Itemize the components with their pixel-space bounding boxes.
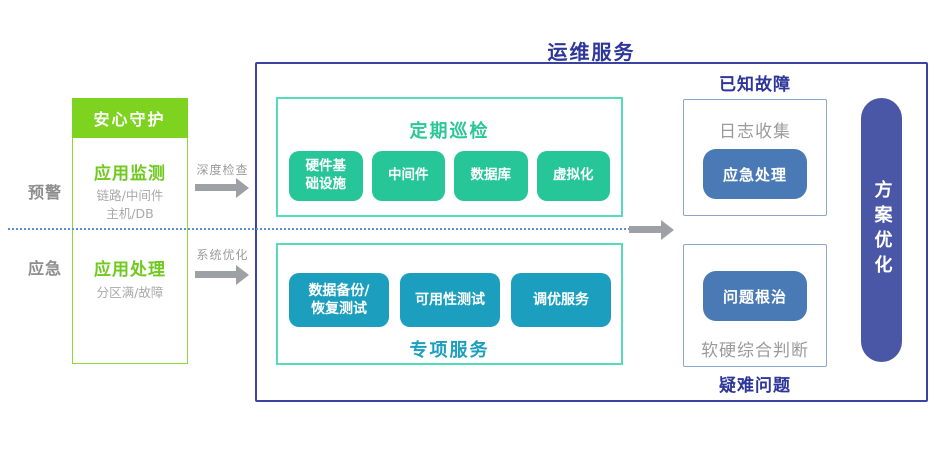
- inspection-item-virtualization: 虚拟化: [536, 151, 610, 201]
- emergency-handle-button: 应急处理: [703, 149, 807, 199]
- solution-optimize-box: 方案优化: [861, 98, 902, 362]
- app-monitor-title: 应用监测: [94, 164, 166, 184]
- main-title: 运维服务: [547, 40, 636, 64]
- stage-label-emergency: 应急: [27, 259, 62, 278]
- solution-optimize-label: 方案优化: [871, 180, 893, 280]
- arrow-right-icon: [629, 219, 674, 240]
- known-fault-label: 已知故障: [719, 75, 791, 95]
- inspection-group-box: 定期巡检 硬件基 础设施 中间件 数据库 虚拟化: [276, 97, 623, 217]
- deep-check-arrow-label: 深度检查: [196, 163, 249, 177]
- inspection-item-hardware: 硬件基 础设施: [289, 151, 363, 201]
- log-collect-title: 日志收集: [719, 122, 791, 142]
- inspection-group-title: 定期巡检: [409, 121, 490, 142]
- special-item-tuning-service: 调优服务: [511, 273, 611, 327]
- stage-divider-dotted-line: [8, 228, 630, 230]
- problem-root-cure-button: 问题根治: [703, 271, 807, 321]
- judge-box: 问题根治 软硬综合判断: [683, 244, 827, 367]
- inspection-item-middleware: 中间件: [371, 151, 445, 201]
- inspection-item-database: 数据库: [454, 151, 528, 201]
- special-service-group-box: 数据备份/ 恢复测试 可用性测试 调优服务 专项服务: [276, 243, 623, 365]
- app-handle-subtext: 分区满/故障: [96, 285, 164, 300]
- app-handle-title: 应用处理: [94, 260, 166, 280]
- guard-panel-header: 安心守护: [71, 97, 188, 138]
- stage-label-warning: 预警: [27, 183, 62, 202]
- special-service-group-title: 专项服务: [409, 340, 490, 361]
- judge-caption: 软硬综合判断: [701, 341, 809, 361]
- guard-panel: 安心守护 应用监测 链路/中间件 主机/DB 应用处理 分区满/故障: [71, 97, 188, 364]
- log-collect-box: 日志收集 应急处理: [683, 99, 827, 216]
- system-optimize-arrow-label: 系统优化: [196, 248, 249, 262]
- special-item-availability-test: 可用性测试: [400, 273, 500, 327]
- special-item-backup-recovery: 数据备份/ 恢复测试: [289, 273, 389, 327]
- hard-problem-label: 疑难问题: [719, 376, 791, 396]
- app-monitor-subtext: 链路/中间件 主机/DB: [96, 188, 164, 222]
- arrow-right-icon: [195, 177, 249, 198]
- arrow-right-icon: [195, 264, 249, 285]
